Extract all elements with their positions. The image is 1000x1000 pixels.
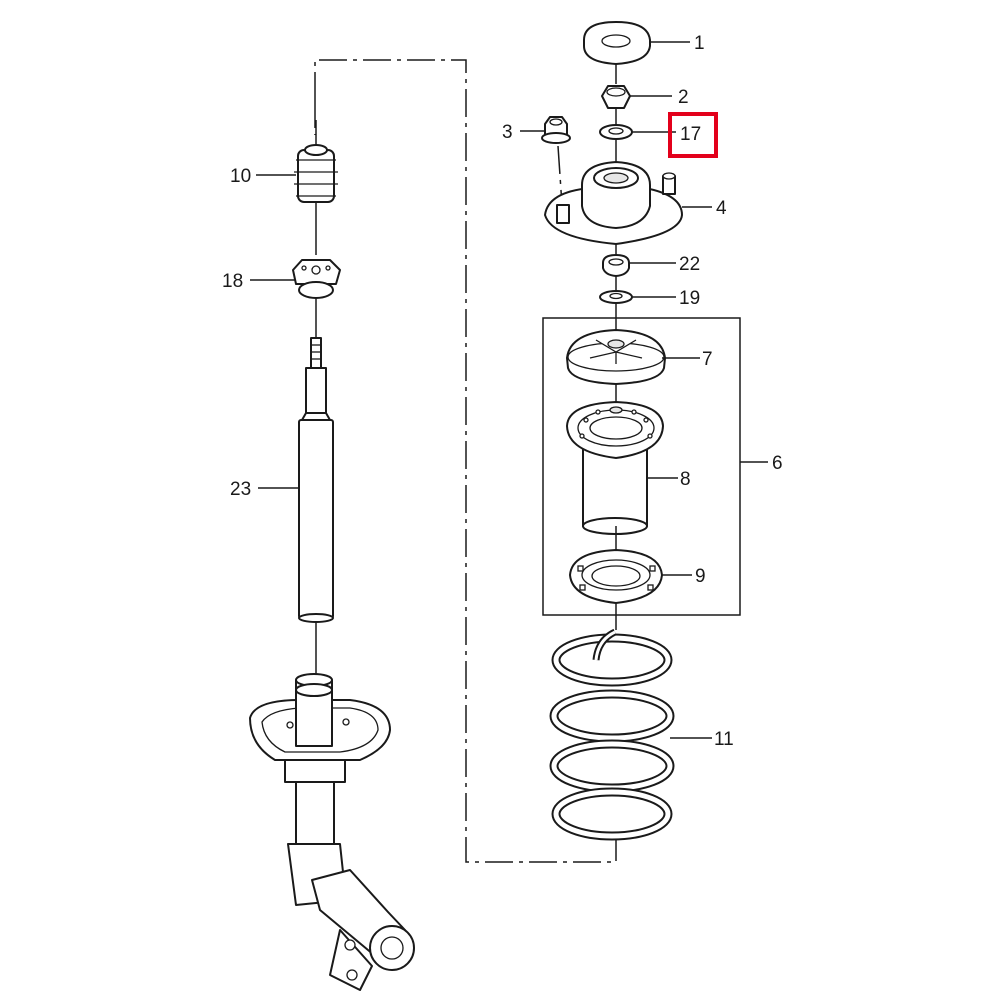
label-1: 1 — [694, 33, 705, 54]
callout-9: 9 — [662, 566, 706, 587]
small-nut — [602, 254, 630, 290]
label-17: 17 — [680, 124, 701, 145]
highlight-box-17 — [668, 112, 718, 158]
washer-19 — [599, 290, 633, 330]
label-11: 11 — [714, 729, 734, 750]
coil-spring — [549, 628, 675, 841]
shock-absorber — [298, 419, 334, 678]
callout-19: 19 — [632, 288, 700, 309]
callout-22: 22 — [629, 254, 700, 275]
callout-4: 4 — [682, 198, 727, 219]
washer-17 — [599, 124, 633, 165]
flange-nut — [541, 116, 571, 206]
label-7: 7 — [702, 349, 713, 370]
nut — [601, 85, 631, 125]
label-3: 3 — [502, 122, 513, 143]
label-23: 23 — [230, 479, 251, 500]
label-18: 18 — [222, 271, 243, 292]
label-2: 2 — [678, 87, 689, 108]
upper-spring-seat — [566, 329, 666, 404]
callout-11: 11 — [670, 729, 734, 750]
piston-rod — [301, 298, 331, 421]
strut-housing — [249, 673, 415, 991]
lower-spring-seat — [569, 549, 663, 630]
label-22: 22 — [679, 254, 700, 275]
callout-3: 3 — [502, 122, 544, 143]
label-9: 9 — [695, 566, 706, 587]
callout-17: 17 — [632, 112, 718, 158]
dust-cap — [292, 202, 341, 299]
callout-23: 23 — [230, 479, 298, 500]
label-8: 8 — [680, 469, 691, 490]
callout-6: 6 — [740, 453, 783, 474]
bump-stop — [294, 120, 338, 203]
callout-8: 8 — [647, 469, 691, 490]
callout-1: 1 — [650, 33, 705, 54]
label-4: 4 — [716, 198, 727, 219]
label-10: 10 — [230, 166, 251, 187]
group-6-box — [542, 317, 741, 616]
top-cap — [583, 21, 651, 84]
callout-18: 18 — [222, 271, 296, 292]
callout-2: 2 — [630, 87, 689, 108]
assembly-route-line — [314, 59, 617, 863]
callout-10: 10 — [230, 166, 296, 187]
label-6: 6 — [772, 453, 783, 474]
strut-mount — [544, 161, 683, 256]
dust-boot — [566, 401, 664, 552]
callout-7: 7 — [662, 349, 713, 370]
label-19: 19 — [679, 288, 700, 309]
